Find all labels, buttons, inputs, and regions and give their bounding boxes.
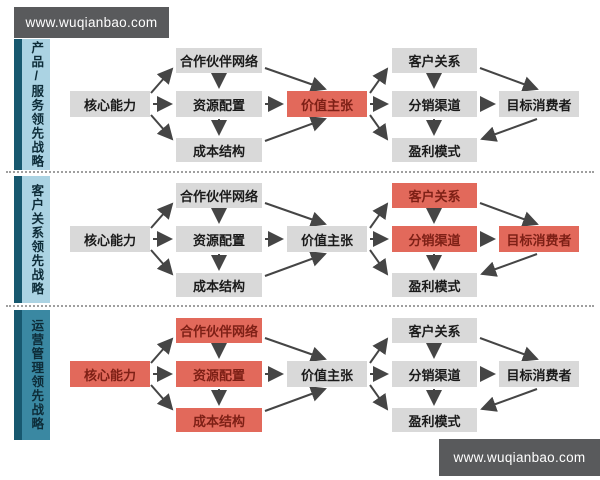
node-target-consumer: 目标消费者 [499,361,579,387]
row-separator-2 [6,305,594,307]
node-distribution-channel: 分销渠道 [392,226,477,252]
node-core-competence: 核心能力 [70,226,150,252]
strategy-strip-2: 客户关系领先战略 [14,176,50,303]
node-cost-structure: 成本结构 [176,408,262,432]
node-distribution-channel: 分销渠道 [392,361,477,387]
node-resource-allocation: 资源配置 [176,91,262,117]
node-value-proposition: 价值主张 [287,361,367,387]
strip-body: 产品/服务领先战略 [22,39,50,170]
watermark-top-text: www.wuqianbao.com [25,15,158,30]
strip-edge-bar [14,176,22,303]
business-model-diagram-2: 核心能力 合作伙伴网络 资源配置 成本结构 价值主张 客户关系 分销渠道 盈利模… [0,174,600,307]
node-cost-structure: 成本结构 [176,138,262,162]
node-value-proposition: 价值主张 [287,91,367,117]
node-partner-network: 合作伙伴网络 [176,183,262,208]
strategy-label-3: 运营管理领先战略 [29,319,44,431]
node-target-consumer: 目标消费者 [499,91,579,117]
node-profit-model: 盈利模式 [392,138,477,162]
node-core-competence: 核心能力 [70,361,150,387]
strip-body: 客户关系领先战略 [22,176,50,303]
node-customer-relationship: 客户关系 [392,183,477,208]
strategy-strip-3: 运营管理领先战略 [14,310,50,440]
node-partner-network: 合作伙伴网络 [176,318,262,343]
node-resource-allocation: 资源配置 [176,361,262,387]
strategy-label-1: 产品/服务领先战略 [29,40,44,169]
node-cost-structure: 成本结构 [176,273,262,297]
node-value-proposition: 价值主张 [287,226,367,252]
strategy-strip-1: 产品/服务领先战略 [14,39,50,170]
node-resource-allocation: 资源配置 [176,226,262,252]
row-separator-1 [6,171,594,173]
node-profit-model: 盈利模式 [392,273,477,297]
node-customer-relationship: 客户关系 [392,48,477,73]
watermark-top: www.wuqianbao.com [14,7,169,38]
node-profit-model: 盈利模式 [392,408,477,432]
strip-edge-bar [14,310,22,440]
node-core-competence: 核心能力 [70,91,150,117]
node-customer-relationship: 客户关系 [392,318,477,343]
watermark-bottom-text: www.wuqianbao.com [453,450,586,465]
node-partner-network: 合作伙伴网络 [176,48,262,73]
node-distribution-channel: 分销渠道 [392,91,477,117]
watermark-bottom: www.wuqianbao.com [439,439,600,476]
strategy-label-2: 客户关系领先战略 [29,183,44,296]
node-target-consumer: 目标消费者 [499,226,579,252]
strip-edge-bar [14,39,22,170]
business-model-diagram-3: 核心能力 合作伙伴网络 资源配置 成本结构 价值主张 客户关系 分销渠道 盈利模… [0,309,600,442]
business-model-diagram-1: 核心能力 合作伙伴网络 资源配置 成本结构 价值主张 客户关系 分销渠道 盈利模… [0,39,600,172]
strip-body: 运营管理领先战略 [22,310,50,440]
